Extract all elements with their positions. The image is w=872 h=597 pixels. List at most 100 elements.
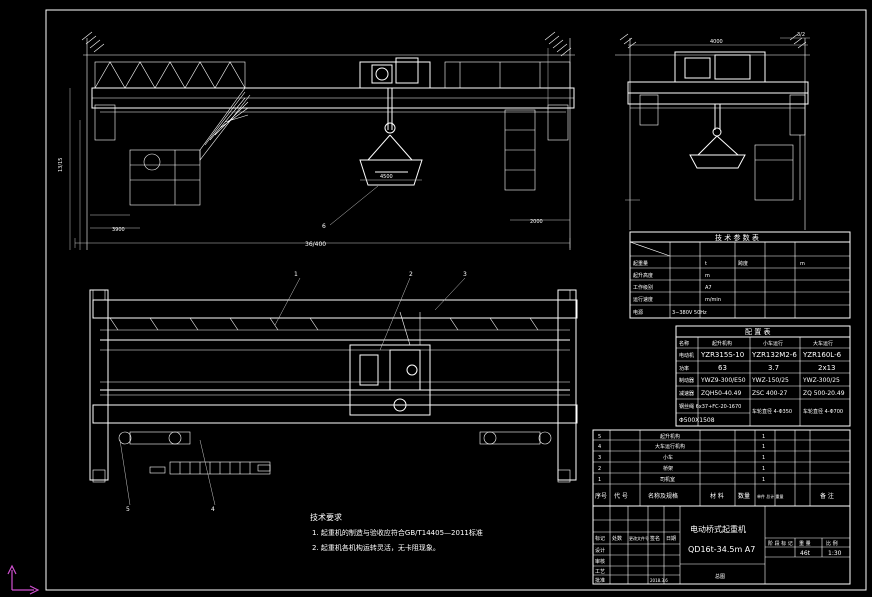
- parts-h-code: 代 号: [614, 492, 628, 500]
- parts-r1-qty: 1: [762, 444, 765, 450]
- parts-r3-no: 2: [598, 466, 601, 472]
- notes-item-1: 1. 起重机的制造与验收应符合GB/T14405—2011标准: [312, 528, 483, 537]
- parts-r4-no: 1: [598, 477, 601, 483]
- side-right-dim: 3/2: [797, 32, 805, 38]
- config-r0-c3: YZR160L-6: [802, 351, 842, 359]
- title-header-mark: 标记: [595, 535, 605, 542]
- config-h0: 名称: [679, 340, 689, 347]
- parts-r0-name: 起升机构: [660, 433, 680, 440]
- params-r0-c0: 起重量: [633, 260, 648, 267]
- parts-r0-qty: 1: [762, 434, 765, 440]
- parts-r2-name: 小车: [663, 454, 673, 461]
- parts-r3-name: 桥架: [663, 465, 673, 472]
- params-r4-c0: 电源: [633, 309, 643, 316]
- params-table: 技 术 参 数 表 起重量 t 跨度 m 起升高度 m 工作级别 A7 运行速度…: [629, 231, 851, 319]
- config-r1-c3: 2x13: [818, 364, 836, 372]
- drawing-company: 总图: [715, 573, 725, 580]
- params-r3-c2: m/min: [705, 297, 721, 303]
- parts-r2-qty: 1: [762, 455, 765, 461]
- config-r0-c1: YZR315S-10: [700, 351, 744, 359]
- title-weight: 46t: [800, 550, 811, 557]
- parts-h-weight: 单件 总计 重量: [757, 493, 784, 499]
- config-r2-c0: 制动器: [679, 377, 694, 384]
- params-r0-c2: t: [705, 261, 707, 267]
- config-title: 配 置 表: [745, 327, 770, 336]
- parts-h-name: 名称及规格: [648, 492, 678, 500]
- ucs-icon: [7, 564, 40, 595]
- config-extra-rope: 钢丝绳 6x37+FC-20-1670: [679, 403, 741, 410]
- front-height-dim: 13/15: [58, 158, 64, 172]
- title-sign-process: 工艺: [595, 569, 605, 575]
- title-stage-label: 阶 段 标 记: [768, 540, 793, 547]
- plan-view: 1 2 3 5 4: [89, 271, 578, 513]
- config-r1-c0: 功率: [679, 365, 689, 372]
- title-block: 标记 处数 更改文件号 签名 日期 设计 审核 工艺 批准 2018.3.6 电…: [592, 505, 851, 585]
- params-r2-c3: A7: [705, 285, 712, 291]
- params-r1-c2: m: [705, 273, 710, 279]
- parts-r1-no: 4: [598, 444, 601, 450]
- front-view: 36/400 3900 2000 4500 13/15 6: [58, 31, 575, 250]
- title-header-sign: 签名: [650, 535, 660, 542]
- front-span-dim: 36/400: [305, 241, 326, 248]
- side-top-dim: 4000: [710, 39, 723, 45]
- parts-r0-no: 5: [598, 434, 601, 440]
- params-r3-c0: 运行速度: [633, 296, 653, 303]
- config-r3-c3: ZQ 500-20.49: [803, 390, 845, 397]
- title-sign-review: 审核: [595, 558, 605, 565]
- plan-balloon-4: 4: [211, 506, 215, 513]
- side-view: 4000 3/2: [615, 32, 810, 230]
- drawing-border: [45, 9, 867, 591]
- config-h2: 小车运行: [763, 340, 783, 347]
- parts-h-mat: 材 料: [710, 492, 724, 500]
- params-r0-c6: m: [800, 261, 805, 267]
- config-r3-c2: ZSC 400-27: [752, 390, 787, 397]
- technical-notes: 技术要求 1. 起重机的制造与验收应符合GB/T14405—2011标准 2. …: [310, 512, 483, 552]
- parts-r4-qty: 1: [762, 477, 765, 483]
- config-r3-c0: 减速器: [679, 390, 694, 397]
- config-r3-c1: ZQH50-40.49: [701, 390, 742, 397]
- notes-item-2: 2. 起重机各机构运转灵活，无卡阻现象。: [312, 543, 440, 552]
- params-r4-c1: 3∽380V 50Hz: [672, 310, 707, 316]
- parts-list: 5 起升机构 1 4 大车运行机构 1 3 小车 1 2 桥架 1 1 司机室 …: [592, 429, 851, 507]
- title-header-doc: 更改文件号: [629, 535, 649, 541]
- params-title: 技 术 参 数 表: [715, 233, 759, 242]
- title-header-date: 日期: [666, 536, 676, 542]
- parts-h-no: 序号: [595, 492, 607, 500]
- params-r1-c0: 起升高度: [633, 272, 653, 279]
- parts-r2-no: 3: [598, 455, 601, 461]
- balloon-6: 6: [322, 223, 326, 230]
- config-r2-c2: YWZ-150/25: [751, 377, 789, 384]
- parts-h-note: 备 注: [820, 492, 834, 500]
- config-h3: 大车运行: [813, 340, 833, 347]
- title-weight-label: 重 量: [799, 540, 811, 547]
- config-r4-c2: 车轮直径 4-Φ350: [752, 408, 792, 415]
- config-r4-c3: 车轮直径 4-Φ700: [803, 408, 843, 415]
- params-r2-c0: 工作级别: [633, 284, 653, 291]
- title-scale-label: 比 例: [826, 540, 838, 547]
- parts-r4-name: 司机室: [660, 476, 675, 483]
- parts-h-qty: 数量: [738, 492, 750, 500]
- notes-title: 技术要求: [310, 512, 342, 522]
- front-bucket-dim: 4500: [380, 174, 393, 180]
- parts-r3-qty: 1: [762, 466, 765, 472]
- drawing-model: QD16t-34.5m A7: [688, 545, 755, 554]
- plan-balloon-2: 2: [409, 271, 413, 278]
- config-r2-c3: YWZ-300/25: [802, 377, 840, 384]
- config-r1-c2: 3.7: [768, 364, 779, 372]
- title-header-count: 处数: [612, 535, 622, 542]
- config-h1: 起升机构: [712, 340, 732, 347]
- config-r0-c0: 电动机: [679, 352, 694, 359]
- params-r0-c5: 跨度: [738, 260, 748, 267]
- config-table: 配 置 表 名称 起升机构 小车运行 大车运行 电动机 YZR315S-10 Y…: [675, 325, 851, 427]
- title-scale: 1:30: [828, 550, 842, 557]
- title-sign-design: 设计: [595, 547, 605, 554]
- title-date: 2018.3.6: [650, 578, 668, 583]
- plan-balloon-1: 1: [294, 271, 298, 278]
- config-extra-drum: Φ500X1508: [679, 417, 715, 424]
- parts-r1-name: 大车运行机构: [655, 443, 685, 450]
- title-sign-approve: 批准: [595, 577, 605, 584]
- config-r0-c2: YZR132M2-6: [751, 351, 797, 359]
- plan-balloon-3: 3: [463, 271, 467, 278]
- config-r2-c1: YWZ9-300/E50: [700, 377, 746, 384]
